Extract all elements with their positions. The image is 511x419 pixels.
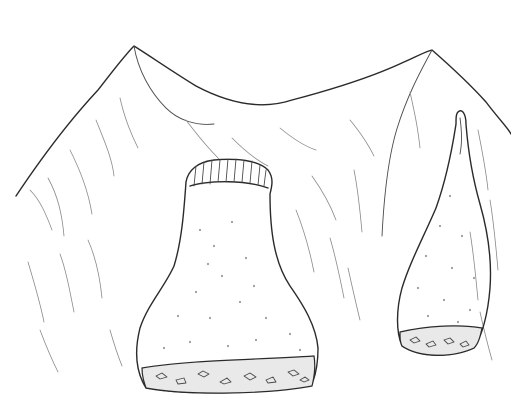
right-cavity-speckle: [417, 195, 475, 323]
right-cavity: [398, 111, 491, 356]
left-cavity: [137, 159, 318, 393]
right-cavity-sediment: [400, 326, 482, 355]
left-cavity-sediment: [142, 356, 315, 393]
left-cavity-speckle: [163, 221, 301, 351]
